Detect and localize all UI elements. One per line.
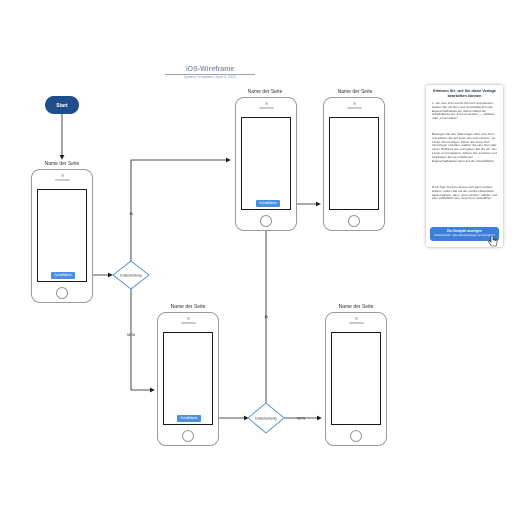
phone-wireframe-2[interactable]: Schaltfläche (235, 97, 297, 231)
show-example-label: Ein Beispiel anzeigen (447, 229, 482, 233)
diagram-subtitle: System Templates | April 9, 2020 (183, 75, 237, 79)
home-button-icon (260, 215, 272, 227)
speaker-icon (55, 179, 70, 181)
show-example-sublabel: Arbeitsbereich - Eine Beispielvorlage mi… (434, 234, 495, 237)
screen-button[interactable]: Schaltfläche (256, 200, 280, 207)
phone-wireframe-3[interactable] (323, 97, 385, 231)
home-button-icon (56, 287, 68, 299)
phone-screen (331, 332, 381, 425)
instructions-panel: Erfahren Sie, wie Sie diese Vorlage bear… (426, 85, 503, 247)
hand-cursor-icon (488, 235, 498, 247)
decision-diamond-1[interactable] (112, 260, 150, 290)
no-label-1: NEIN (127, 333, 136, 337)
page-label-3: Name der Seite (337, 89, 373, 95)
show-example-button[interactable]: Ein Beispiel anzeigen Arbeitsbereich - E… (430, 227, 499, 241)
camera-icon (355, 317, 358, 320)
speaker-icon (181, 322, 196, 324)
connector-decision1-yes (130, 157, 231, 261)
screen-button[interactable]: Schaltfläche (177, 415, 201, 422)
decision-diamond-2[interactable] (247, 402, 285, 434)
start-node[interactable] (45, 96, 79, 114)
decision-label-1: Entscheidung (120, 274, 141, 278)
panel-title: Erfahren Sie, wie Sie diese Vorlage bear… (433, 89, 496, 98)
panel-text-3: Profi-Tipp: Formen lassen sich ganz einf… (432, 185, 498, 201)
camera-icon (265, 102, 268, 105)
screen-button[interactable]: Schaltfläche (51, 272, 75, 279)
phone-screen: Schaltfläche (37, 189, 87, 282)
yes-label-2: JA (264, 315, 269, 319)
no-label-2: NEIN (297, 417, 306, 421)
page-label-4: Name der Seite (170, 304, 206, 310)
speaker-icon (347, 107, 362, 109)
start-label: Start (56, 103, 68, 109)
home-button-icon (182, 430, 194, 442)
phone-wireframe-5[interactable] (325, 312, 387, 446)
page-label-5: Name der Seite (338, 304, 374, 310)
camera-icon (187, 317, 190, 320)
phone-screen: Schaltfläche (241, 117, 291, 210)
camera-icon (61, 174, 64, 177)
page-label-2: Name der Seite (247, 89, 283, 95)
decision-label-2: Entscheidung (255, 417, 276, 421)
panel-text-1: 1. Um eine Formsuche Wunsch anzupassen, … (432, 101, 496, 121)
yes-label-1: JA (129, 212, 134, 216)
speaker-icon (259, 107, 274, 109)
phone-screen (329, 117, 379, 210)
camera-icon (353, 102, 356, 105)
phone-wireframe-1[interactable]: Schaltfläche (31, 169, 93, 303)
diagram-title: iOS-Wireframe (185, 66, 235, 73)
connector-decision1-no (130, 289, 155, 393)
home-button-icon (350, 430, 362, 442)
title-divider (165, 74, 255, 75)
phone-wireframe-4[interactable]: Schaltfläche (157, 312, 219, 446)
page-label-1: Name der Seite (44, 161, 80, 167)
home-button-icon (348, 215, 360, 227)
panel-text-2: Bewegen Sie den Mauszeiger über eine For… (432, 132, 497, 163)
phone-screen: Schaltfläche (163, 332, 213, 425)
speaker-icon (349, 322, 364, 324)
